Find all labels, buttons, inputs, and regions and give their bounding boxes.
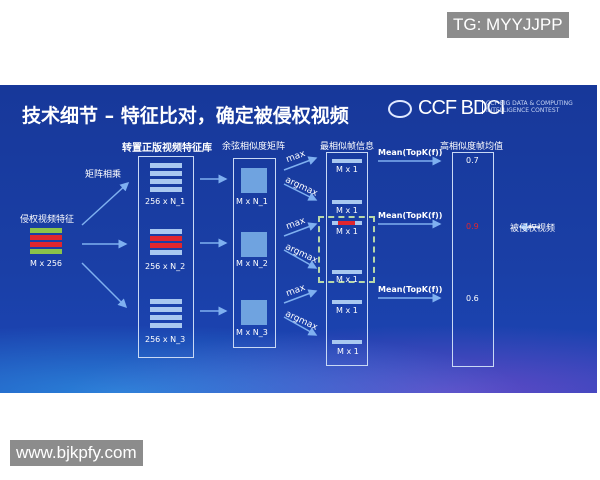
matrix-square — [241, 300, 267, 325]
feature-bar — [332, 270, 362, 274]
scores-box — [452, 152, 494, 367]
matrix-square — [241, 232, 267, 257]
library-box — [138, 156, 194, 358]
feature-bar — [150, 323, 182, 328]
matrix-square — [241, 168, 267, 193]
input-label: 侵权视频特征 — [20, 215, 75, 225]
logo-line2: INTELLIGENCE CONTEST — [486, 107, 560, 114]
feature-bar — [150, 163, 182, 168]
frame-item: M x 1 — [336, 165, 358, 174]
matmul-label: 矩阵相乘 — [85, 170, 122, 180]
frame-item: M x 1 — [336, 227, 358, 236]
cosine-item: M x N_3 — [236, 328, 268, 337]
feature-bar-red — [30, 235, 62, 240]
cosine-title: 余弦相似度矩阵 — [222, 142, 286, 152]
arrows — [81, 156, 540, 336]
frames-box — [326, 152, 368, 366]
mean-topk-label: Mean(TopK(f)) — [378, 285, 443, 294]
logo-line1: CCF BIG DATA & COMPUTING — [486, 100, 573, 107]
infringed-video-label: 被侵权视频 — [510, 224, 556, 234]
score-value: 0.7 — [466, 156, 479, 165]
library-item: 256 x N_1 — [145, 197, 186, 206]
slide: 技术细节 – 特征比对，确定被侵权视频 CCF BDCI CCF BIG DAT… — [0, 85, 597, 393]
feature-bar — [332, 200, 362, 204]
feature-bar — [332, 340, 362, 344]
highlight-dashed-box — [318, 216, 375, 283]
feature-bar — [150, 250, 182, 255]
feature-bar — [150, 171, 182, 176]
library-item: 256 x N_3 — [145, 335, 186, 344]
feature-bar — [332, 300, 362, 304]
watermark-bottom: www.bjkpfy.com — [10, 440, 143, 466]
feature-bar — [150, 299, 182, 304]
cosine-item: M x N_1 — [236, 197, 268, 206]
library-title: 转置正版视频特征库 — [122, 143, 212, 154]
feature-bar — [150, 229, 182, 234]
frames-title: 最相似帧信息 — [320, 142, 375, 152]
ccf-seal-logo — [388, 100, 412, 118]
feature-bar — [150, 243, 182, 248]
feature-bar-green — [30, 228, 62, 233]
frame-item: M x 1 — [336, 206, 358, 215]
arrow-down — [81, 262, 128, 309]
mean-topk-label: Mean(TopK(f)) — [378, 148, 443, 157]
frame-item: M x 1 — [336, 306, 358, 315]
scores-title: 高相似度帧均值 — [440, 142, 504, 152]
feature-bar-red — [30, 242, 62, 247]
brand-logo: CCF BDCI — [418, 97, 505, 119]
wave-decoration — [0, 313, 597, 393]
arrow-up — [81, 181, 130, 226]
feature-bar — [150, 236, 182, 241]
frame-item: M x 1 — [337, 347, 359, 356]
feature-bar — [150, 179, 182, 184]
slide-title: 技术细节 – 特征比对，确定被侵权视频 — [22, 105, 349, 127]
library-item: 256 x N_2 — [145, 262, 186, 271]
feature-bar — [150, 315, 182, 320]
feature-bar — [150, 307, 182, 312]
feature-bar — [332, 159, 362, 163]
cosine-item: M x N_2 — [236, 259, 268, 268]
cosine-box — [233, 158, 276, 348]
mean-topk-label: Mean(TopK(f)) — [378, 211, 443, 220]
feature-bar-green — [30, 249, 62, 254]
score-value-highlighted: 0.9 — [466, 222, 479, 231]
watermark-top: TG: MYYJJPP — [447, 12, 569, 38]
feature-bar — [150, 187, 182, 192]
input-dim: M x 256 — [30, 259, 62, 268]
score-value: 0.6 — [466, 294, 479, 303]
frame-item: M x 1 — [336, 275, 358, 284]
